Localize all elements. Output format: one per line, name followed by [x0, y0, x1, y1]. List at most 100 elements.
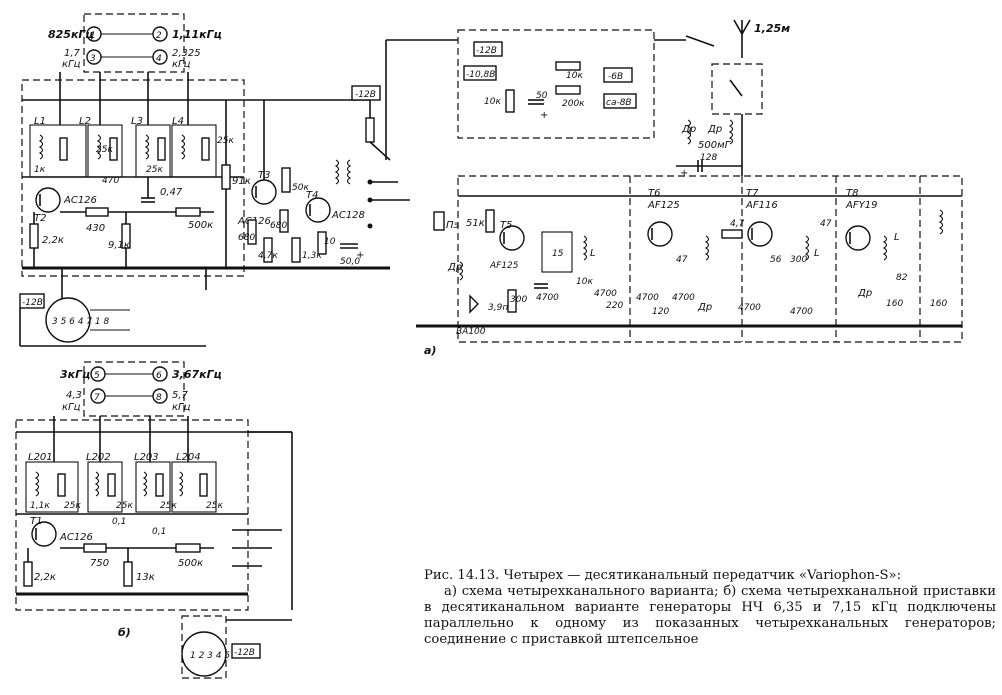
coil-L3-label: L3	[131, 116, 143, 127]
coil-L201-label: L201	[28, 452, 53, 463]
transistor-AF116-label: AF116	[745, 200, 778, 211]
antenna-length-label: 1,25м	[754, 22, 790, 35]
resistor-25k-2-label: 25к	[146, 165, 163, 175]
crystal-pe-label: Пэ	[446, 220, 459, 231]
transistor-AC128-label: AC128	[331, 210, 365, 221]
resistor-750-label: 750	[90, 558, 109, 569]
capacitor-470-label: 470	[102, 176, 119, 186]
capacitor-300-label: 300	[790, 255, 807, 265]
transistor-T6-label: T6	[648, 188, 660, 199]
resistor-47-label: 4,7	[730, 219, 745, 229]
coil-L-t7-label: L	[814, 248, 820, 259]
transistor-AC126-b-label: AC126	[59, 532, 93, 543]
supply-12v-connector-label: -12В	[22, 298, 43, 308]
panel-b-label: б)	[118, 626, 131, 639]
capacitor-4700c-label: 4700	[636, 293, 659, 303]
resistor-13k-label: 13к	[136, 572, 155, 583]
coil-L2-label: L2	[79, 116, 91, 127]
choke-dr2-label: Др	[707, 124, 722, 135]
transistor-T8-label: T8	[846, 188, 858, 199]
resistor-13k-label: 1,3к	[302, 251, 322, 261]
choke-value-label: 500мГ	[698, 140, 732, 151]
resistor-25k-1-label: 25к	[96, 145, 113, 155]
resistor-50k-label: 50к	[292, 183, 309, 193]
resistor-300-label: 300	[510, 295, 527, 305]
coil-L204-label: L204	[176, 452, 201, 463]
transistor-T7-label: T7	[746, 188, 759, 199]
capacitor-4700d-label: 4700	[672, 293, 695, 303]
resistor-11k-label: 1,1к	[30, 501, 50, 511]
modulator-amp-a: 91к AC126 T3 50к T4 AC128 680 680 4,7к 1…	[221, 85, 410, 268]
resistor-25k-b2-label: 25к	[116, 501, 133, 511]
generator-block-b: L201 L202 L203 L204 1,1к 25к 25к 25к 25к…	[15, 416, 293, 639]
transistor-AF125-T6-label: AF125	[647, 200, 680, 211]
switch-key-8-label: 8	[156, 393, 162, 403]
choke-t8-label: Др	[857, 288, 872, 299]
channel-switch-a: 1 2 3 4 825кГц 1,11кГц 1,7 кГц 2,325 кГц	[48, 13, 222, 73]
antenna-section: 1,25м Др Др 500мГ 128 +	[676, 19, 790, 179]
switch-key-1-label: 1	[90, 31, 96, 41]
supply-12v-b-label: -12В	[234, 648, 255, 658]
choke-polarity-label: +	[680, 168, 688, 179]
freq-57-label: 5,7	[172, 390, 189, 401]
freq-825-label: 825кГц	[48, 28, 94, 41]
resistor-500k-label: 500к	[188, 220, 213, 231]
freq-367-label: 3,67кГц	[172, 368, 222, 381]
supply-6v-label: -6В	[608, 72, 623, 82]
capacitor-50-supply-label: 50	[536, 91, 548, 101]
capacitor-4700f-label: 4700	[790, 307, 813, 317]
freq-111-label: 1,11кГц	[172, 28, 222, 41]
capacitor-47a-label: 47	[676, 255, 688, 265]
supply-polarity-label: +	[540, 110, 548, 121]
capacitor-15-label: 15	[552, 249, 564, 259]
rf-section: Пэ 51к T5 AF125 3,9пф Др BA100 300 4700 …	[416, 175, 963, 357]
freq-43-label: 4,3	[66, 390, 82, 401]
supply-12v-label: -12В	[476, 46, 497, 56]
resistor-22k-b-label: 2,2к	[34, 572, 56, 583]
transistor-AC126-label: AC126	[63, 195, 97, 206]
capacitor-4700e-label: 4700	[738, 303, 761, 313]
switch-key-5-label: 5	[94, 371, 100, 381]
resistor-500k-b-label: 500к	[178, 558, 203, 569]
diode-BA100-label: BA100	[456, 327, 486, 337]
transistor-T2-label: T2	[34, 213, 46, 224]
resistor-91k-amp-label: 91к	[232, 176, 251, 187]
transistor-AFY19-label: AFY19	[845, 200, 877, 211]
resistor-10-label: 10	[324, 237, 336, 247]
capacitor-047-label: 0,47	[160, 187, 183, 198]
capacitor-160b-label: 160	[930, 299, 947, 309]
caption-title: Рис. 14.13. Четырех — десятиканальный пе…	[424, 568, 902, 583]
switch-key-3-label: 3	[90, 54, 96, 64]
resistor-10k-supply-label: 10к	[566, 71, 583, 81]
coil-L1-label: L1	[34, 116, 46, 127]
figure-caption: Рис. 14.13. Четырех — десятиканальный пе…	[424, 568, 996, 648]
capacitor-82-label: 82	[896, 273, 908, 283]
transistor-T1-label: T1	[30, 516, 42, 527]
capacitor-160a-label: 160	[886, 299, 903, 309]
coil-L-t5-label: L	[590, 248, 596, 259]
resistor-10k-b-label: 10к	[484, 97, 501, 107]
choke-dr1-label: Др	[681, 124, 696, 135]
resistor-200k-supply-label: 200к	[562, 99, 585, 109]
capacitor-56-label: 56	[770, 255, 782, 265]
resistor-10k-rf-label: 10к	[576, 277, 593, 287]
supply-108v-label: -10,8В	[466, 70, 495, 80]
freq-43-unit: кГц	[62, 402, 81, 413]
resistor-22k-label: 2,2к	[42, 235, 64, 246]
transistor-T4-label: T4	[306, 190, 318, 201]
channel-switch-b: 5 6 7 8 3кГц 3,67кГц 4,3 кГц 5,7 кГц	[60, 361, 222, 417]
connector-b-pins-label: 1 2 3 4 5 6 7 8	[190, 651, 256, 661]
switch-key-6-label: 6	[156, 371, 162, 381]
capacitor-polarity-label: +	[356, 250, 364, 261]
coil-L-t8-label: L	[894, 232, 900, 243]
freq-3-label: 3кГц	[60, 368, 90, 381]
capacitor-4700a-label: 4700	[536, 293, 559, 303]
resistor-25k-b3-label: 25к	[160, 501, 177, 511]
capacitor-50-label: 50,0	[340, 257, 360, 267]
caption-body: а) схема четырехканального варианта; б) …	[424, 584, 996, 647]
switch-key-7-label: 7	[94, 393, 100, 403]
capacitor-01b-label: 0,1	[152, 527, 166, 537]
generator-block-a: L1 L2 L3 L4 1к 25к 25к 25к 470 AC126 T2 …	[21, 72, 390, 277]
capacitor-128-label: 128	[700, 153, 717, 163]
